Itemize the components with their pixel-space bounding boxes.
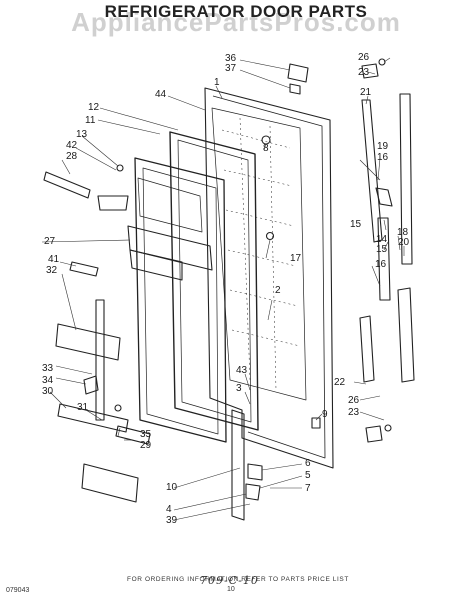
callout-15-upper: 15 xyxy=(350,219,362,230)
callout-28: 28 xyxy=(66,151,78,162)
item-36-plate xyxy=(287,63,309,83)
callout-7: 7 xyxy=(305,483,311,494)
callout-11: 11 xyxy=(85,115,96,126)
bottom-hinge xyxy=(247,463,263,481)
inner-door-liner xyxy=(134,157,227,443)
callout-31: 31 xyxy=(77,402,89,413)
top-hinge-bracket xyxy=(361,63,379,79)
callout-26-bottom: 26 xyxy=(348,395,360,406)
callout-37: 37 xyxy=(225,63,237,74)
callout-20: 20 xyxy=(398,237,410,248)
callout-5: 5 xyxy=(305,470,311,481)
callout-9: 9 xyxy=(322,409,328,420)
ice-chute-cover xyxy=(69,261,99,277)
callout-30: 30 xyxy=(42,386,54,397)
callout-13: 13 xyxy=(76,129,88,140)
door-center-channel xyxy=(231,409,245,521)
callout-36: 36 xyxy=(225,53,237,64)
callout-32: 32 xyxy=(46,265,58,276)
callout-43: 43 xyxy=(236,365,248,376)
callout-1: 1 xyxy=(214,77,220,88)
door-handle-top xyxy=(43,171,91,199)
callout-35: 35 xyxy=(140,429,152,440)
callout-34: 34 xyxy=(42,375,54,386)
callout-23-top: 23 xyxy=(358,67,370,78)
callout-39: 39 xyxy=(166,515,178,526)
door-bin-large xyxy=(81,463,139,503)
callout-4: 4 xyxy=(166,504,172,515)
door-gasket xyxy=(169,131,259,431)
dispenser-shelf xyxy=(55,323,121,361)
callout-23-bottom: 23 xyxy=(348,407,360,418)
door-foam-insulation xyxy=(211,107,307,401)
page-title: REFRIGERATOR DOOR PARTS xyxy=(104,2,368,21)
handle-trim-strip xyxy=(361,99,383,243)
door-outer-panel xyxy=(204,87,334,469)
door-bin-small xyxy=(57,403,129,433)
callout-26-top: 26 xyxy=(358,52,370,63)
diagram-code: 079043 xyxy=(6,587,30,594)
page-number: 10 xyxy=(227,586,235,593)
callout-33: 33 xyxy=(42,363,54,374)
callout-15-lower: 15 xyxy=(376,244,388,255)
callout-29: 29 xyxy=(140,440,152,451)
callout-27: 27 xyxy=(44,236,56,247)
callout-41: 41 xyxy=(48,254,60,265)
callout-3: 3 xyxy=(236,383,242,394)
callout-17: 17 xyxy=(290,253,302,264)
callout-2: 2 xyxy=(275,285,281,296)
callout-22: 22 xyxy=(334,377,346,388)
handwritten-note: 709-C-10 xyxy=(200,574,259,587)
callout-6: 6 xyxy=(305,458,311,469)
callout-16-lower: 16 xyxy=(375,259,387,270)
callout-42: 42 xyxy=(66,140,78,151)
callout-10: 10 xyxy=(166,482,178,493)
callout-21: 21 xyxy=(360,87,372,98)
callout-8: 8 xyxy=(263,143,269,154)
callout-12: 12 xyxy=(88,102,100,113)
callout-19: 19 xyxy=(377,141,389,152)
callout-44: 44 xyxy=(155,89,167,100)
ordering-note: FOR ORDERING INFORMATION REFER TO PARTS … xyxy=(127,576,349,583)
callout-16-upper: 16 xyxy=(377,152,389,163)
callout-18: 18 xyxy=(397,227,409,238)
callout-14: 14 xyxy=(376,234,388,245)
